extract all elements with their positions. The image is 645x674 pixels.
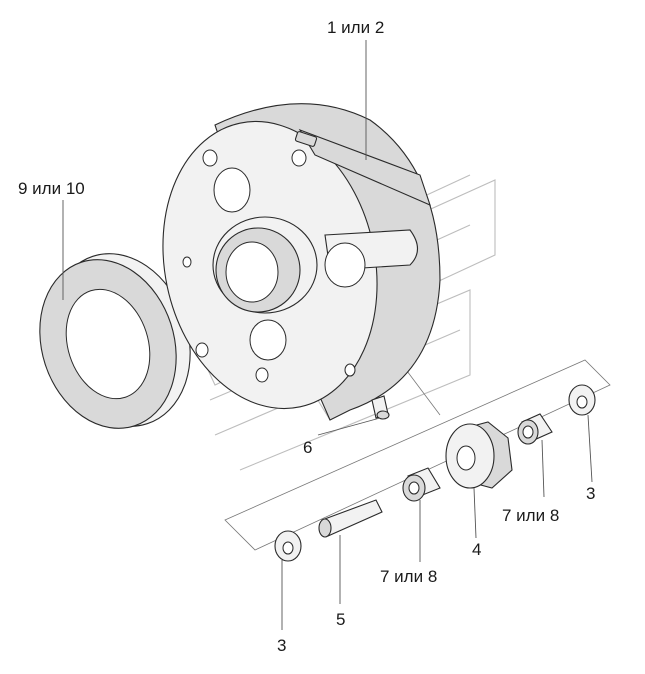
axle-part: [318, 499, 383, 538]
bushing-right: [517, 413, 553, 445]
label-seal: 9 или 10: [18, 179, 85, 198]
label-washer-left: 3: [277, 636, 286, 655]
label-plug: 6: [303, 438, 312, 457]
plug-part: [371, 395, 390, 420]
bushing-left: [402, 467, 441, 502]
leader-lines: [62, 40, 593, 630]
label-gear: 4: [472, 540, 481, 559]
label-pump: 1 или 2: [327, 18, 384, 37]
pump-housing: [162, 103, 441, 421]
label-bushing-left: 7 или 8: [380, 567, 437, 586]
label-axle: 5: [336, 610, 345, 629]
oil-seal-ring: [39, 253, 191, 429]
washer-right: [568, 384, 596, 416]
label-bushing-right: 7 или 8: [502, 506, 559, 525]
washer-left: [274, 530, 302, 562]
gear-part: [445, 421, 513, 489]
label-washer-right: 3: [586, 484, 595, 503]
